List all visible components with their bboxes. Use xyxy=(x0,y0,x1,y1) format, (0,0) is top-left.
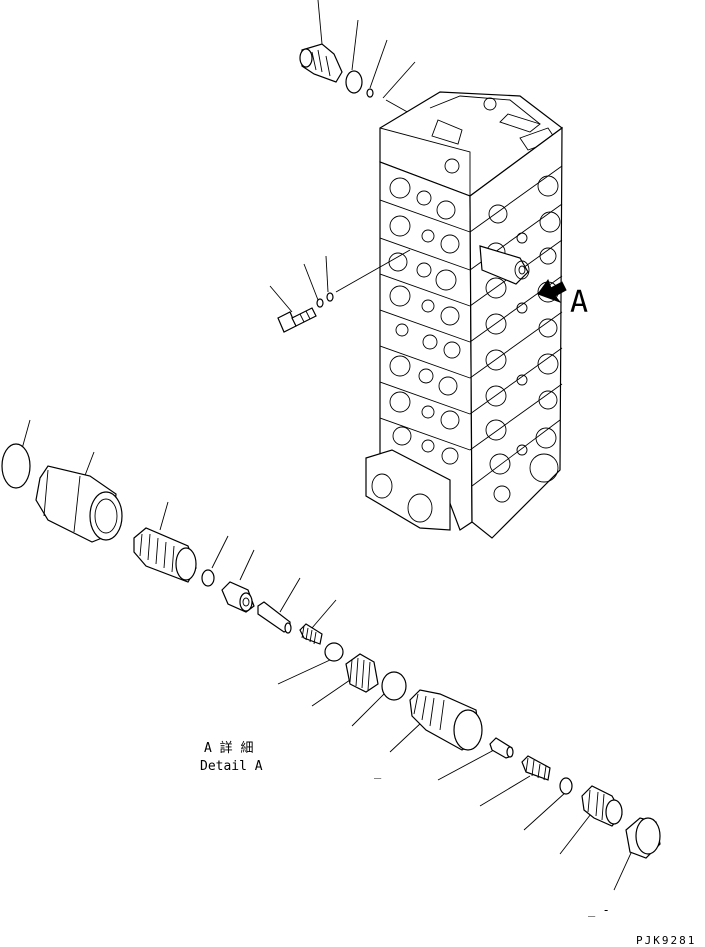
drawing-code: PJK9281 xyxy=(636,934,696,947)
detail-caption-jp: A 詳 細 xyxy=(204,740,253,756)
detail-sleeve xyxy=(35,465,123,543)
stray-mark-2: _ - xyxy=(588,903,610,917)
detail-spring-2 xyxy=(521,755,551,781)
valve-spool-end xyxy=(479,245,530,285)
detail-o-ring-4 xyxy=(559,777,573,795)
top-plug xyxy=(299,43,343,83)
valve-sections-right xyxy=(469,165,563,503)
detail-small-bolt xyxy=(489,737,514,759)
detail-main-plug xyxy=(409,689,483,751)
stray-mark-1: _ xyxy=(374,765,382,779)
middle-o-ring-1 xyxy=(316,298,324,308)
control-valve-body xyxy=(365,91,563,539)
detail-spring xyxy=(345,653,379,693)
detail-small-ring xyxy=(201,569,215,587)
detail-cap xyxy=(625,817,661,859)
middle-bolt-group xyxy=(269,249,411,333)
detail-piston xyxy=(221,581,255,613)
valve-sections-left xyxy=(379,177,471,465)
valve-port-block xyxy=(365,449,451,531)
middle-o-ring-2 xyxy=(326,292,334,302)
detail-o-ring-large xyxy=(1,443,31,489)
detail-small-spring xyxy=(299,623,323,645)
detail-caption-en: Detail A xyxy=(200,759,263,774)
detail-pin xyxy=(257,601,292,634)
detail-a-callout: A xyxy=(537,278,588,320)
detail-o-ring-3 xyxy=(381,671,407,701)
top-o-ring-small xyxy=(366,88,374,98)
top-plug-group xyxy=(299,0,437,129)
middle-bolt xyxy=(277,307,317,333)
top-o-ring-large xyxy=(345,70,363,94)
detail-end-plug xyxy=(581,785,623,827)
detail-o-ring-2 xyxy=(324,642,344,662)
detail-spring-housing xyxy=(133,527,197,583)
detail-a-parts xyxy=(1,419,661,891)
callout-letter: A xyxy=(570,285,588,320)
